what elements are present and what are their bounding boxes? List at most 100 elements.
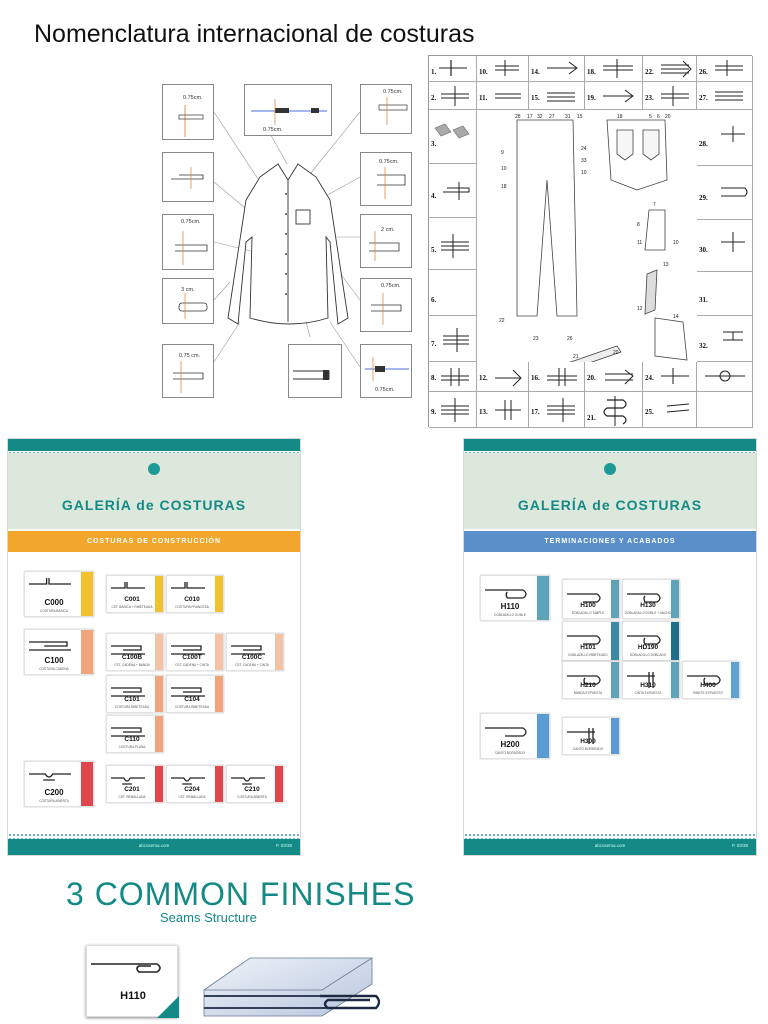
hem-diagram-icon [91,963,179,1018]
color-strip [155,676,163,712]
seam-code: H100 [580,602,596,609]
seam-code: H130 [640,602,656,609]
seam-description: CST. REMALLADA [118,795,146,799]
grid-cell: 25. [643,392,697,428]
seam-description: CST. BÁSICA + RIBETEADA [111,605,153,609]
color-strip [731,662,739,698]
grid-cell: 31. [697,272,753,316]
seam-description: COSTURA PLANA [118,745,146,749]
grid-cell: 18. [585,56,643,82]
seam-callout-box [162,152,214,202]
grid-cell: 26. [697,56,753,82]
grid-cell: 32. [697,316,753,362]
svg-text:31: 31 [565,114,571,120]
grid-cell: 28. [697,110,753,166]
seam-callout-box: 0.75cm. [360,152,412,206]
grid-cell: 8. [429,362,477,392]
cell-number: 28. [699,140,708,148]
color-strip [671,662,679,698]
seam-description: CST. CADENA + BANDA [114,663,150,667]
measurement-label: 0.75cm. [381,283,401,289]
svg-text:23: 23 [533,336,539,342]
seam-diagram-icon [485,727,527,737]
cell-number: 25. [645,408,654,416]
cell-number: 23. [645,94,654,102]
svg-text:20: 20 [665,114,671,120]
grid-cell: 13. [477,392,529,428]
cell-number: 11. [479,94,488,102]
grid-cell: 30. [697,220,753,272]
footer-url: abcosema.com [594,843,626,848]
seam-code: C210 [244,786,260,793]
seam-diagram-icon [231,777,265,785]
cell-number: 19. [587,94,596,102]
svg-text:26: 26 [567,336,573,342]
grid-cell: 2. [429,82,477,110]
seam-code: H300 [580,738,596,745]
shirt-illustration [213,111,361,368]
section-band: TERMINACIONES Y ACABADOS [464,531,756,552]
color-strip [611,718,619,754]
svg-text:8: 8 [637,222,640,228]
seam-code: H400 [700,682,716,689]
svg-text:17: 17 [527,114,533,120]
seam-code: C200 [44,788,64,797]
cell-number: 30. [699,246,708,254]
seam-description: CANTO BORDEADO [494,751,526,755]
footer-page: P. 03/38 [275,843,292,848]
color-strip [81,630,93,674]
grid-cell: 12. [477,362,529,392]
gallery-header: GALERÍA de COSTURAS [464,453,756,529]
finish-card-h110: H110 [86,945,179,1018]
gallery-title: GALERÍA de COSTURAS [517,497,703,513]
seam-diagram-icon [29,578,71,585]
grid-cell: 3. [429,110,477,164]
measurement-label: 0.75cm. [181,219,201,225]
gallery-header: GALERÍA de COSTURAS [8,453,300,529]
seam-diagram-icon [171,582,205,589]
seam-code: C204 [184,786,200,793]
grid-cell: 19. [585,82,643,110]
seam-diagram-icon [111,777,145,785]
seam-diagram-icon [567,635,601,645]
seam-description: CINTA EXPUESTA [634,691,662,695]
color-strip [215,576,223,612]
seam-callout-box: 0.75cm. [360,344,412,398]
grid-cell: 9. [429,392,477,428]
color-strip [215,676,223,712]
grid-cell [697,362,753,392]
seam-description: CANTO BORDEADO [572,747,604,751]
grid-cell: 5. [429,218,477,270]
seam-diagram-icon [627,672,655,688]
svg-text:20: 20 [613,350,619,356]
seam-code: H310 [640,682,656,689]
cell-number: 15. [531,94,540,102]
cell-number: 29. [699,194,708,202]
svg-text:18: 18 [617,114,623,120]
seam-code: H101 [580,644,596,651]
cell-number: 6. [431,296,437,304]
seam-diagram-icon [567,728,595,744]
seam-callout-box: 2 cm. [360,214,412,268]
svg-text:15: 15 [577,114,583,120]
seam-description: DOBLADILLO SIMPLE [571,611,605,615]
gallery-construction-seams: GALERÍA de COSTURAS COSTURAS DE CONSTRUC… [7,438,301,856]
seam-diagram-icon [627,635,661,645]
seam-description: DOBLADILLO RIBETEADO [568,653,608,657]
svg-text:6: 6 [657,114,660,120]
seam-description: BANDA EXPUESTA [573,691,603,695]
cell-number: 13. [479,408,488,416]
seam-code: C101 [124,696,140,703]
grid-cell: 29. [697,166,753,220]
